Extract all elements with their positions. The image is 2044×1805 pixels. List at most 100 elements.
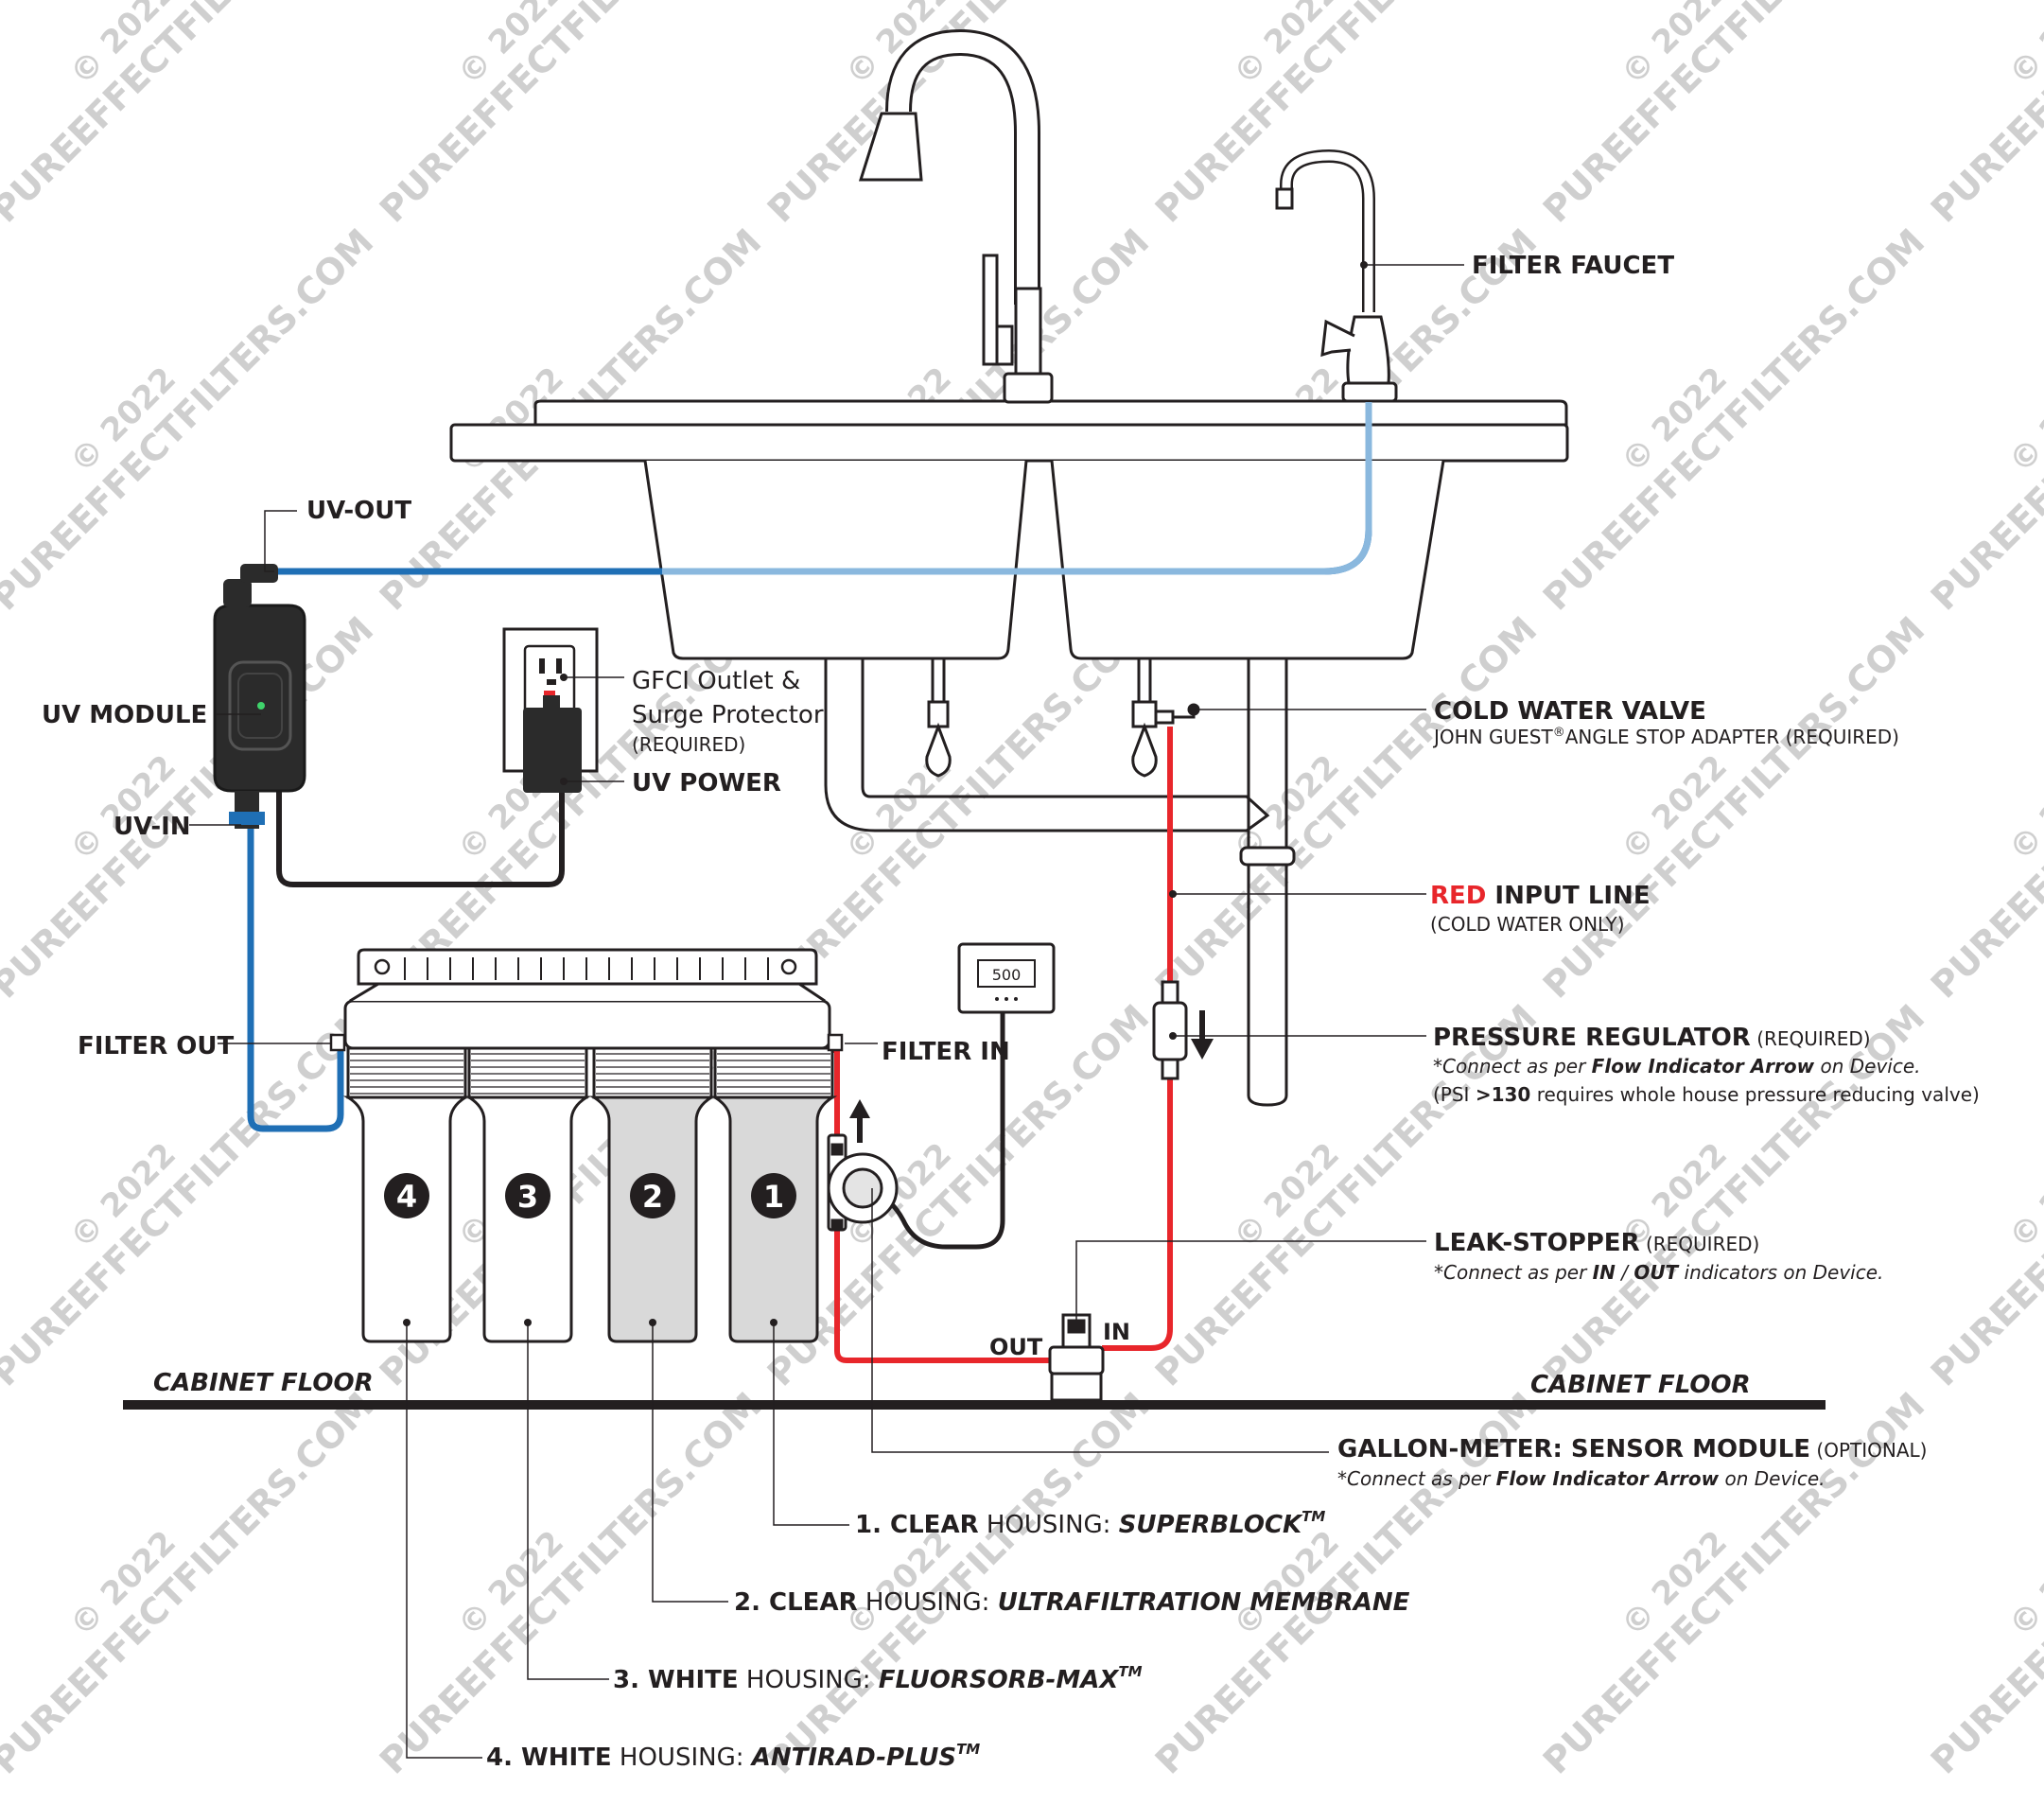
- ls-note-e: indicators on Device.: [1678, 1261, 1883, 1284]
- filter-bracket: [343, 948, 831, 1050]
- stage-legend-color: CLEAR: [769, 1588, 858, 1617]
- watermark-year: © 2022: [2001, 359, 2044, 481]
- stage-badge: [384, 1173, 429, 1218]
- leak-stopper-title: LEAK-STOPPER: [1434, 1229, 1640, 1257]
- labels: FILTER FAUCET UV-OUT UV MODULE UV-IN GFC…: [42, 252, 1980, 1490]
- filter-out-line: [247, 825, 344, 1132]
- stage-legend-housing: HOUSING:: [739, 1666, 879, 1694]
- filter-housing-2: 2: [588, 1046, 717, 1343]
- watermark-site: PUREEFFECTFILTERS.COM: [0, 1384, 381, 1781]
- uv-module: [213, 564, 306, 829]
- gfci-required-label: (REQUIRED): [632, 733, 745, 756]
- stage-legend-number: 4.: [486, 1744, 521, 1772]
- watermark-site: PUREEFFECTFILTERS.COM: [1535, 0, 1932, 231]
- gallon-meter-sensor: [827, 1133, 899, 1232]
- meter-display-value: 500: [992, 966, 1022, 984]
- stage-legend-trademark: TM: [956, 1741, 980, 1758]
- gm-note-b: Flow Indicator Arrow: [1496, 1467, 1720, 1490]
- pr-note-b: Flow Indicator Arrow: [1592, 1055, 1815, 1078]
- watermark-site: PUREEFFECTFILTERS.COM: [1923, 0, 2044, 231]
- stage-number: 1: [763, 1179, 784, 1215]
- watermark-year: © 2022: [2001, 747, 2044, 868]
- cold-valve-sublabel: JOHN GUEST®ANGLE STOP ADAPTER (REQUIRED): [1432, 726, 1899, 748]
- pressure-regulator-title: PRESSURE REGULATOR: [1433, 1024, 1751, 1052]
- leak-stopper-note: *Connect as per IN / OUT indicators on D…: [1434, 1261, 1883, 1284]
- flow-arrow-regulator: [1191, 1010, 1214, 1060]
- cold-valve-registered: ®: [1553, 726, 1565, 740]
- stage-number: 2: [642, 1179, 663, 1215]
- ls-note-a: *Connect as per: [1434, 1261, 1593, 1284]
- watermark-site: PUREEFFECTFILTERS.COM: [1535, 608, 1932, 1006]
- input-line-word: INPUT LINE: [1486, 882, 1650, 910]
- psi-a: (PSI: [1433, 1083, 1476, 1106]
- pressure-regulator: [1152, 980, 1188, 1080]
- stage-legend-media: ANTIRAD-PLUS: [750, 1744, 956, 1772]
- drain-pipes: [824, 658, 1296, 1107]
- red-word: RED: [1430, 882, 1486, 910]
- cold-only-label: (COLD WATER ONLY): [1430, 913, 1625, 936]
- watermark-site: PUREEFFECTFILTERS.COM: [1147, 608, 1545, 1006]
- watermark-site: PUREEFFECTFILTERS.COM: [1923, 1384, 2044, 1781]
- stage-badge: [505, 1173, 550, 1218]
- stage-legend-trademark: TM: [1302, 1508, 1325, 1525]
- watermark-site: PUREEFFECTFILTERS.COM: [1923, 220, 2044, 618]
- ls-note-c: /: [1616, 1261, 1633, 1284]
- uv-out-label: UV-OUT: [306, 497, 411, 525]
- flow-arrow-sensor: [849, 1099, 870, 1143]
- stage-legend-media: SUPERBLOCK: [1119, 1511, 1303, 1539]
- watermark-site: PUREEFFECTFILTERS.COM: [1923, 996, 2044, 1393]
- watermark-year: © 2022: [2001, 0, 2044, 93]
- input-line-label: RED INPUT LINE: [1430, 882, 1651, 910]
- watermark-year: © 2022: [2001, 1135, 2044, 1256]
- stage-legend-housing: HOUSING:: [612, 1744, 752, 1772]
- watermark-site: PUREEFFECTFILTERS.COM: [372, 1384, 769, 1781]
- filter-housing-1: 1: [709, 1046, 838, 1343]
- watermark-site: PUREEFFECTFILTERS.COM: [0, 0, 381, 231]
- leak-stopper-label: LEAK-STOPPER (REQUIRED): [1434, 1229, 1759, 1257]
- stage-legend-number: 1.: [855, 1511, 890, 1539]
- leak-stopper: [1048, 1313, 1105, 1402]
- stage-legend-media: ULTRAFILTRATION MEMBRANE: [998, 1588, 1410, 1617]
- leak-stopper-in-label: IN: [1103, 1319, 1130, 1345]
- watermark-site: PUREEFFECTFILTERS.COM: [760, 1384, 1157, 1781]
- filter-faucet-label: FILTER FAUCET: [1472, 252, 1674, 280]
- leader-dots: [403, 261, 1368, 1326]
- cold-water-valve-label: COLD WATER VALVE: [1434, 697, 1706, 726]
- pressure-regulator-required: (REQUIRED): [1751, 1027, 1871, 1050]
- filter-ports: [329, 1033, 844, 1052]
- filter-out-label: FILTER OUT: [78, 1032, 234, 1060]
- stage-legend-trademark: TM: [1118, 1663, 1142, 1680]
- stage-legend-housing: HOUSING:: [979, 1511, 1119, 1539]
- stage-number: 3: [517, 1179, 538, 1215]
- stage-legend-2: 2. CLEAR HOUSING: ULTRAFILTRATION MEMBRA…: [734, 1588, 1410, 1617]
- cold-water-valve: [1131, 657, 1200, 778]
- pressure-regulator-note: *Connect as per Flow Indicator Arrow on …: [1433, 1055, 1921, 1078]
- stage-badge: [751, 1173, 796, 1218]
- watermark-site: PUREEFFECTFILTERS.COM: [1923, 608, 2044, 1006]
- cold-valve-brand: JOHN GUEST: [1432, 726, 1553, 748]
- uv-power-adapter: [523, 695, 582, 793]
- ls-note-d: OUT: [1633, 1261, 1679, 1284]
- pr-note-c: on Device.: [1814, 1055, 1920, 1078]
- uv-in-label: UV-IN: [114, 813, 191, 841]
- gallon-meter-note: *Connect as per Flow Indicator Arrow on …: [1337, 1467, 1826, 1490]
- ls-note-b: IN: [1593, 1261, 1616, 1284]
- stage-legend-4: 4. WHITE HOUSING: ANTIRAD-PLUSTM: [486, 1741, 980, 1772]
- watermark-site: PUREEFFECTFILTERS.COM: [372, 0, 769, 231]
- cold-valve-adapter: ANGLE STOP ADAPTER (REQUIRED): [1565, 726, 1899, 748]
- gallon-meter-title: GALLON-METER: SENSOR MODULE: [1337, 1435, 1810, 1463]
- gfci-label-line1: GFCI Outlet &: [632, 667, 800, 695]
- uv-power-label: UV POWER: [632, 769, 781, 797]
- uv-out-line-behind-sink: [662, 402, 1372, 575]
- stage-legend-3: 3. WHITE HOUSING: FLUORSORB-MAXTM: [613, 1663, 1143, 1694]
